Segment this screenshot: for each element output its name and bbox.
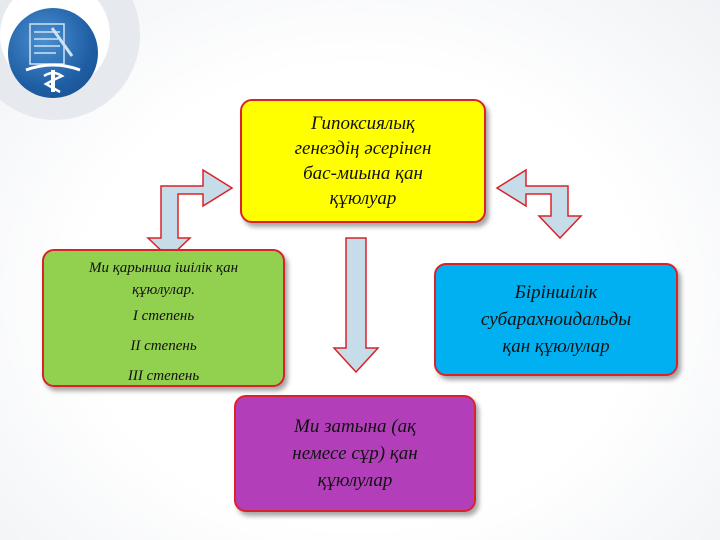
- bottom-box-line: Ми затына (ақ: [294, 416, 416, 437]
- left-box-line: II степень: [130, 338, 197, 354]
- brain-matter-hemorrhage-box: Ми затына (ақ немесе сұр) қан құюлулар: [234, 395, 476, 512]
- left-box-line: I степень: [132, 308, 195, 324]
- left-box-line: Ми қарынша ішілік қан: [88, 260, 239, 276]
- right-box-line: қан құюлулар: [502, 336, 610, 357]
- right-box-line: Біріншілік: [514, 282, 598, 303]
- left-box-line: III степень: [127, 368, 200, 384]
- center-down-arrow: [332, 237, 380, 374]
- left-connector-arrow: [146, 168, 234, 260]
- top-box-line: генездің әсерінен: [294, 138, 432, 159]
- bottom-box-line: құюлулар: [317, 470, 393, 491]
- subarachnoid-hemorrhage-box: Біріншілік субарахноидальды қан құюлулар: [434, 263, 678, 376]
- right-connector-arrow: [495, 168, 583, 240]
- bottom-box-line: немесе сұр) қан: [292, 443, 418, 464]
- right-box-line: субарахноидальды: [480, 309, 632, 330]
- medical-logo-icon: [8, 8, 98, 98]
- top-box-line: Гипоксиялық: [311, 113, 415, 134]
- left-box-line: құюлулар.: [132, 282, 195, 298]
- top-box-line: құюлуар: [329, 188, 397, 209]
- hypoxic-genesis-box: Гипоксиялық генездің әсерінен бас-миына …: [240, 99, 486, 223]
- top-box-line: бас-миына қан: [303, 163, 423, 184]
- intraventricular-hemorrhage-box: Ми қарынша ішілік қан құюлулар. I степен…: [42, 249, 285, 387]
